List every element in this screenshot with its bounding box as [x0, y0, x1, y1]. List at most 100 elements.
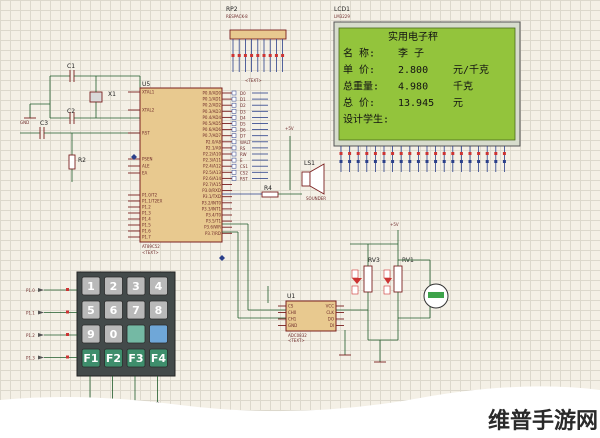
- u5-pin-label: ALE: [142, 164, 150, 169]
- keypad-key[interactable]: [149, 276, 168, 296]
- rv1-potentiometer[interactable]: RV1 +5V: [350, 222, 431, 363]
- rv3-potentiometer[interactable]: RV3: [336, 244, 380, 340]
- lcd-pin-marker: [399, 160, 403, 163]
- keypad-key[interactable]: [126, 300, 146, 320]
- lcd-pin-marker: [442, 160, 446, 163]
- keypad-key[interactable]: [149, 324, 168, 344]
- u5-pin-label: P2.7/A15: [203, 182, 221, 187]
- keypad-key-label: 1: [87, 280, 95, 293]
- ls1-sounder[interactable]: +5V LS1 SOUNDER R4: [222, 126, 326, 201]
- lcd-pin-marker: [416, 160, 420, 163]
- lcd-pin-marker: [391, 160, 395, 163]
- c1-ref: C1: [67, 63, 75, 70]
- lcd-pin-marker: [468, 160, 472, 163]
- keypad-key[interactable]: [149, 348, 168, 368]
- u1-pin-label: VCC: [326, 304, 335, 309]
- keypad-key[interactable]: [81, 324, 101, 344]
- u5-pin-label: EA: [142, 171, 148, 176]
- lcd-row-value: 李 子: [398, 47, 424, 60]
- lcd-row-value: 13.945: [398, 98, 434, 109]
- keypad-key-label: 8: [155, 304, 163, 317]
- keypad-key-label: 5: [87, 304, 95, 317]
- keypad-key[interactable]: [104, 324, 123, 344]
- u5-pin-label: P3.3/INT1: [202, 206, 222, 211]
- u5-pin-label: P2.3/A11: [203, 158, 221, 163]
- lcd-row-value: 4.980: [398, 82, 428, 93]
- u5-pin-label: P1.1/T2EX: [142, 199, 163, 204]
- u5-pin-label: P0.1/AD1: [203, 97, 222, 102]
- keypad-key[interactable]: [81, 300, 101, 320]
- u5-pin-label: P0.6/AD6: [203, 127, 222, 132]
- keypad-key[interactable]: [126, 324, 146, 344]
- port-arrow: [38, 355, 44, 360]
- u5-pin-label: P0.4/AD4: [203, 115, 222, 120]
- u5-pin-label: P3.2/INT0: [202, 200, 222, 205]
- bus-label: D4: [240, 115, 246, 120]
- keypad-key-label: F2: [106, 352, 121, 365]
- lcd-pin-marker: [365, 152, 369, 155]
- bus-label: D6: [240, 128, 246, 133]
- u5-pin-label: P1.7: [142, 235, 151, 240]
- keypad-key[interactable]: [104, 276, 123, 296]
- rp2-resistor-pack[interactable]: RP2 RESPACK-8 <TEXT>: [226, 6, 287, 83]
- keypad-key-label: 7: [132, 304, 140, 317]
- keypad-key[interactable]: [126, 276, 146, 296]
- rv1-vcc: +5V: [390, 222, 399, 227]
- bus-port: [231, 170, 237, 175]
- u5-pin-label: XTAL1: [142, 90, 155, 95]
- u5-pin-label: P3.7/RD: [205, 231, 221, 236]
- u5-pin-label: P3.5/T1: [206, 219, 222, 224]
- u5-microcontroller[interactable]: U5 XTAL1XTAL2RSTPSENALEEAP1.0/T2P1.1/T2E…: [128, 81, 232, 255]
- bus-port: [231, 133, 237, 138]
- bus-port: [231, 151, 237, 157]
- u5-pin-label: P3.1/TXD: [203, 194, 221, 199]
- bus-port: [231, 121, 237, 126]
- rv1-ref: RV1: [402, 257, 414, 264]
- ls1-ref: LS1: [304, 160, 315, 167]
- lcd-pin-marker: [399, 152, 403, 155]
- keypad-key[interactable]: [104, 300, 123, 320]
- watermark: 维普手游网: [0, 386, 600, 438]
- rp2-ref: RP2: [226, 6, 238, 13]
- keypad-key[interactable]: [126, 348, 146, 368]
- u5-pin-label: P0.7/AD7: [203, 133, 222, 138]
- lcd-pin-marker: [477, 152, 481, 155]
- u5-pin-label: PSEN: [142, 157, 152, 162]
- lcd-pin-marker: [442, 152, 446, 155]
- u5-pin-label: P2.2/A10: [203, 152, 221, 157]
- bus-label: D7: [240, 134, 246, 139]
- lcd-row-unit: 元: [453, 98, 463, 109]
- lcd-pin-marker: [408, 160, 412, 163]
- lcd-pin-marker: [356, 152, 360, 155]
- bus-port: [231, 145, 237, 151]
- bus-port: [231, 96, 237, 102]
- oscillator-circuit[interactable]: C1 X1 C2 GND: [20, 63, 155, 125]
- bus-port: [231, 90, 237, 96]
- u1-pin-label: DO: [328, 317, 334, 322]
- bus-label: CS1: [240, 164, 248, 169]
- keypad-key[interactable]: [81, 348, 101, 368]
- ls1-vcc: +5V: [285, 126, 294, 131]
- bus-label: D2: [240, 103, 246, 108]
- lcd-row-value: 2.800: [398, 65, 428, 76]
- keypad-key[interactable]: [104, 348, 123, 368]
- u5-pin-label: P2.0/A8: [206, 139, 222, 144]
- lcd-row-label: 总 价:: [343, 96, 375, 109]
- u5-pin-label: P1.3: [142, 211, 151, 216]
- port-arrow: [38, 333, 44, 337]
- keypad-row-port: P1.2: [26, 333, 35, 338]
- lcd-pin-marker: [451, 160, 455, 163]
- port-arrow: [38, 288, 44, 292]
- keypad-key[interactable]: [149, 300, 168, 320]
- lcd-row-label: 设计学生:: [343, 113, 389, 126]
- u5-pin-label: P1.0/T2: [142, 193, 158, 198]
- voltmeter[interactable]: [423, 283, 449, 309]
- rp2-pin-marker: [237, 54, 241, 57]
- c3-ref: C3: [40, 120, 48, 127]
- u5-pin-label: P3.6/WR: [204, 225, 221, 230]
- keypad-key[interactable]: [81, 276, 101, 296]
